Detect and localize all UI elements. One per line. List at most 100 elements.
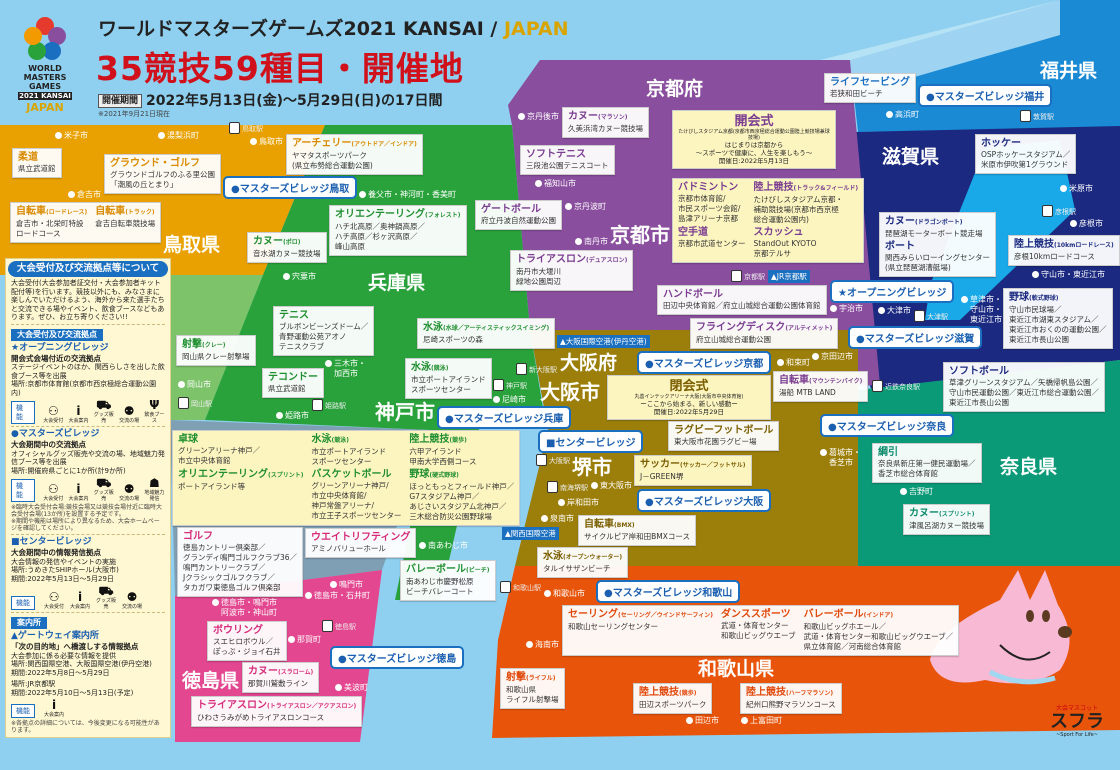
- title-sep: /: [483, 18, 504, 40]
- function-label: 機能: [11, 401, 35, 424]
- city-dot-icon: [1032, 271, 1039, 278]
- func-name: 大会受付: [43, 604, 64, 610]
- sport-name: ダンススポーツ: [721, 609, 796, 621]
- venue-name: 南丹市大堰川 緑地公園周辺: [516, 267, 561, 286]
- station-name: 大津駅: [927, 313, 948, 321]
- city-marker: 大津市: [878, 306, 911, 316]
- venue-callout: ゲートボール府立丹波自然運動公園: [475, 200, 562, 230]
- venue-callout: 射撃(クレー)岡山県クレー射撃場: [176, 335, 256, 366]
- sport-entry: オリエンテーリング(スプリント)ポートアイランド等: [178, 469, 304, 522]
- sport-entry: 射撃(クレー)岡山県クレー射撃場: [182, 339, 250, 362]
- sport-entry: 陸上競技(競歩)田辺スポーツパーク: [639, 687, 706, 710]
- sport-name: バドミントン: [678, 182, 746, 194]
- city-marker: 岡山市: [178, 380, 211, 390]
- village-label[interactable]: ●マスターズビレッジ滋賀: [848, 326, 983, 349]
- sport-discipline: (ビーチ): [466, 567, 490, 574]
- venue-callout: カヌー(スプリント)津風呂湖カヌー競技場: [903, 504, 990, 535]
- sport-title: バスケットボール: [311, 469, 392, 480]
- prefecture-name: 兵庫県: [368, 272, 426, 294]
- city-dot-icon: [575, 238, 582, 245]
- city-name: 高浜町: [895, 110, 919, 119]
- city-marker: 宇治市: [830, 304, 863, 314]
- city-name: 京丹波町: [574, 202, 606, 211]
- sport-name: 陸上競技(10kmロードレース): [1014, 239, 1114, 252]
- venue-name: 南あわじ市慶野松原 ビーチバレーコート: [406, 577, 474, 596]
- as-of-note: ※2021年9月21日現在: [98, 110, 171, 118]
- venue-name: 和歌山セーリングセンター: [568, 622, 658, 631]
- city-dot-icon: [741, 717, 748, 724]
- city-name: 吉野町: [909, 487, 933, 496]
- major-city-name: 京都市: [610, 223, 670, 247]
- opening-ceremony-date: 開催日:2022年5月13日: [718, 157, 790, 165]
- sport-name: ハンドボール: [663, 289, 821, 301]
- village-label[interactable]: ●マスターズビレッジ京都: [637, 351, 772, 374]
- venue-callout-grid: カヌー(ポロ)音水湖カヌー競技場: [253, 236, 321, 259]
- city-dot-icon: [526, 641, 533, 648]
- sport-discipline: (ドラゴンボート): [915, 219, 963, 226]
- venue-callout-grid: 卓球グリーンアリーナ神戸／ 市立中央体育館水泳(競泳)市立ポートアイランド スポ…: [178, 434, 514, 522]
- title-text: ワールドマスターズゲームズ2021 KANSAI: [98, 18, 484, 40]
- village-label[interactable]: ●マスターズビレッジ徳島: [330, 646, 465, 669]
- venue-name: 京都市武道センター: [678, 239, 746, 248]
- city-marker: 田辺市: [686, 716, 719, 726]
- village-label[interactable]: ●マスターズビレッジ福井: [918, 84, 1053, 107]
- venue-name: 那賀川鷲敷ライン: [248, 679, 308, 688]
- train-station: 敦賀駅: [1020, 110, 1054, 123]
- train-station: 近鉄奈良駅: [872, 380, 920, 393]
- func-name: グッズ販売: [93, 412, 114, 424]
- sport-discipline: (サッカー／フットサル): [680, 462, 746, 469]
- sport-discipline: (硬式野球): [429, 472, 459, 479]
- venue-callout: ゴルフ徳島カントリー倶楽部／ グランディ鳴門ゴルフクラブ36／ 鳴門カントリーク…: [177, 527, 304, 597]
- sport-entry: ソフトテニス三段池公園テニスコート: [526, 149, 609, 171]
- city-marker: 吉野町: [900, 487, 933, 497]
- sport-discipline: (トラック): [125, 209, 155, 216]
- village-label[interactable]: ●マスターズビレッジ鳥取: [223, 176, 358, 199]
- sport-entry: トライアスロン(デュアスロン)南丹市大堰川 緑地公園周辺: [516, 254, 627, 287]
- func-name: 大会案内: [43, 712, 64, 718]
- venue-name: 津風呂湖カヌー競技場: [909, 521, 984, 530]
- venue-name: 若狭和田ビーチ: [830, 89, 883, 98]
- sport-title: 射撃: [506, 672, 526, 683]
- station-name: 敦賀駅: [1033, 113, 1054, 121]
- venue-name: 久美浜湾カヌー競技場: [568, 124, 643, 133]
- train-icon: [178, 397, 189, 409]
- village-label[interactable]: ●マスターズビレッジ和歌山: [596, 580, 741, 603]
- city-name: 南丹市: [584, 237, 608, 246]
- city-name: 鳥取市: [259, 137, 283, 146]
- sport-name: 自転車(マウンテンバイク): [779, 375, 862, 388]
- village-label[interactable]: ★オープニングビレッジ: [830, 280, 955, 303]
- sport-discipline: (競歩): [679, 690, 697, 697]
- sport-name: 陸上競技(競歩): [639, 687, 706, 700]
- city-marker: 和束町: [777, 358, 810, 368]
- sport-discipline: (セーリング／ウインドサーフィン): [618, 612, 714, 619]
- city-name: 宇治市: [839, 304, 863, 313]
- sport-title: ホッケー: [981, 138, 1021, 149]
- city-marker: 尼崎市: [493, 395, 526, 405]
- sport-entry: 陸上競技(競歩)六甲アイランド 甲南大学西側コース: [409, 434, 514, 467]
- sport-entry: 水泳(競泳)市立ポートアイランド スポーツセンター: [411, 362, 486, 395]
- village-label[interactable]: ●マスターズビレッジ奈良: [820, 414, 955, 437]
- venue-callout-grid: カヌー(スラローム)那賀川鷲敷ライン: [248, 666, 313, 689]
- village-label[interactable]: ●マスターズビレッジ大阪: [637, 489, 772, 512]
- village-label[interactable]: ■センタービレッジ: [538, 430, 644, 453]
- sport-title: バレーボール: [803, 609, 864, 620]
- sport-title: カヌー: [253, 236, 283, 247]
- sport-discipline: (軟式野球): [1029, 295, 1059, 302]
- venue-callout-grid: ライフセービング若狭和田ビーチ: [830, 77, 910, 99]
- sport-discipline: (ロードレース): [46, 209, 88, 216]
- venue-name: 岡山県クレー射撃場: [182, 352, 250, 361]
- venue-name: 市立ポートアイランド スポーツセンター: [411, 375, 486, 394]
- venue-callout: 陸上競技(10kmロードレース)彦根10kmロードコース: [1008, 235, 1120, 266]
- train-icon: [1020, 110, 1031, 122]
- venue-callout: フライングディスク(アルティメット)府立山城総合運動公園: [690, 318, 839, 349]
- city-dot-icon: [961, 296, 968, 303]
- village-label[interactable]: ●マスターズビレッジ兵庫: [437, 406, 572, 429]
- sport-name: ホッケー: [981, 138, 1070, 150]
- sport-entry: ボート関西みらいローイングセンター (県立琵琶湖漕艇場): [885, 241, 990, 273]
- sport-title: 空手道: [678, 227, 708, 238]
- city-marker: 泉南市: [541, 514, 574, 524]
- sport-name: 水泳(競泳): [312, 434, 402, 447]
